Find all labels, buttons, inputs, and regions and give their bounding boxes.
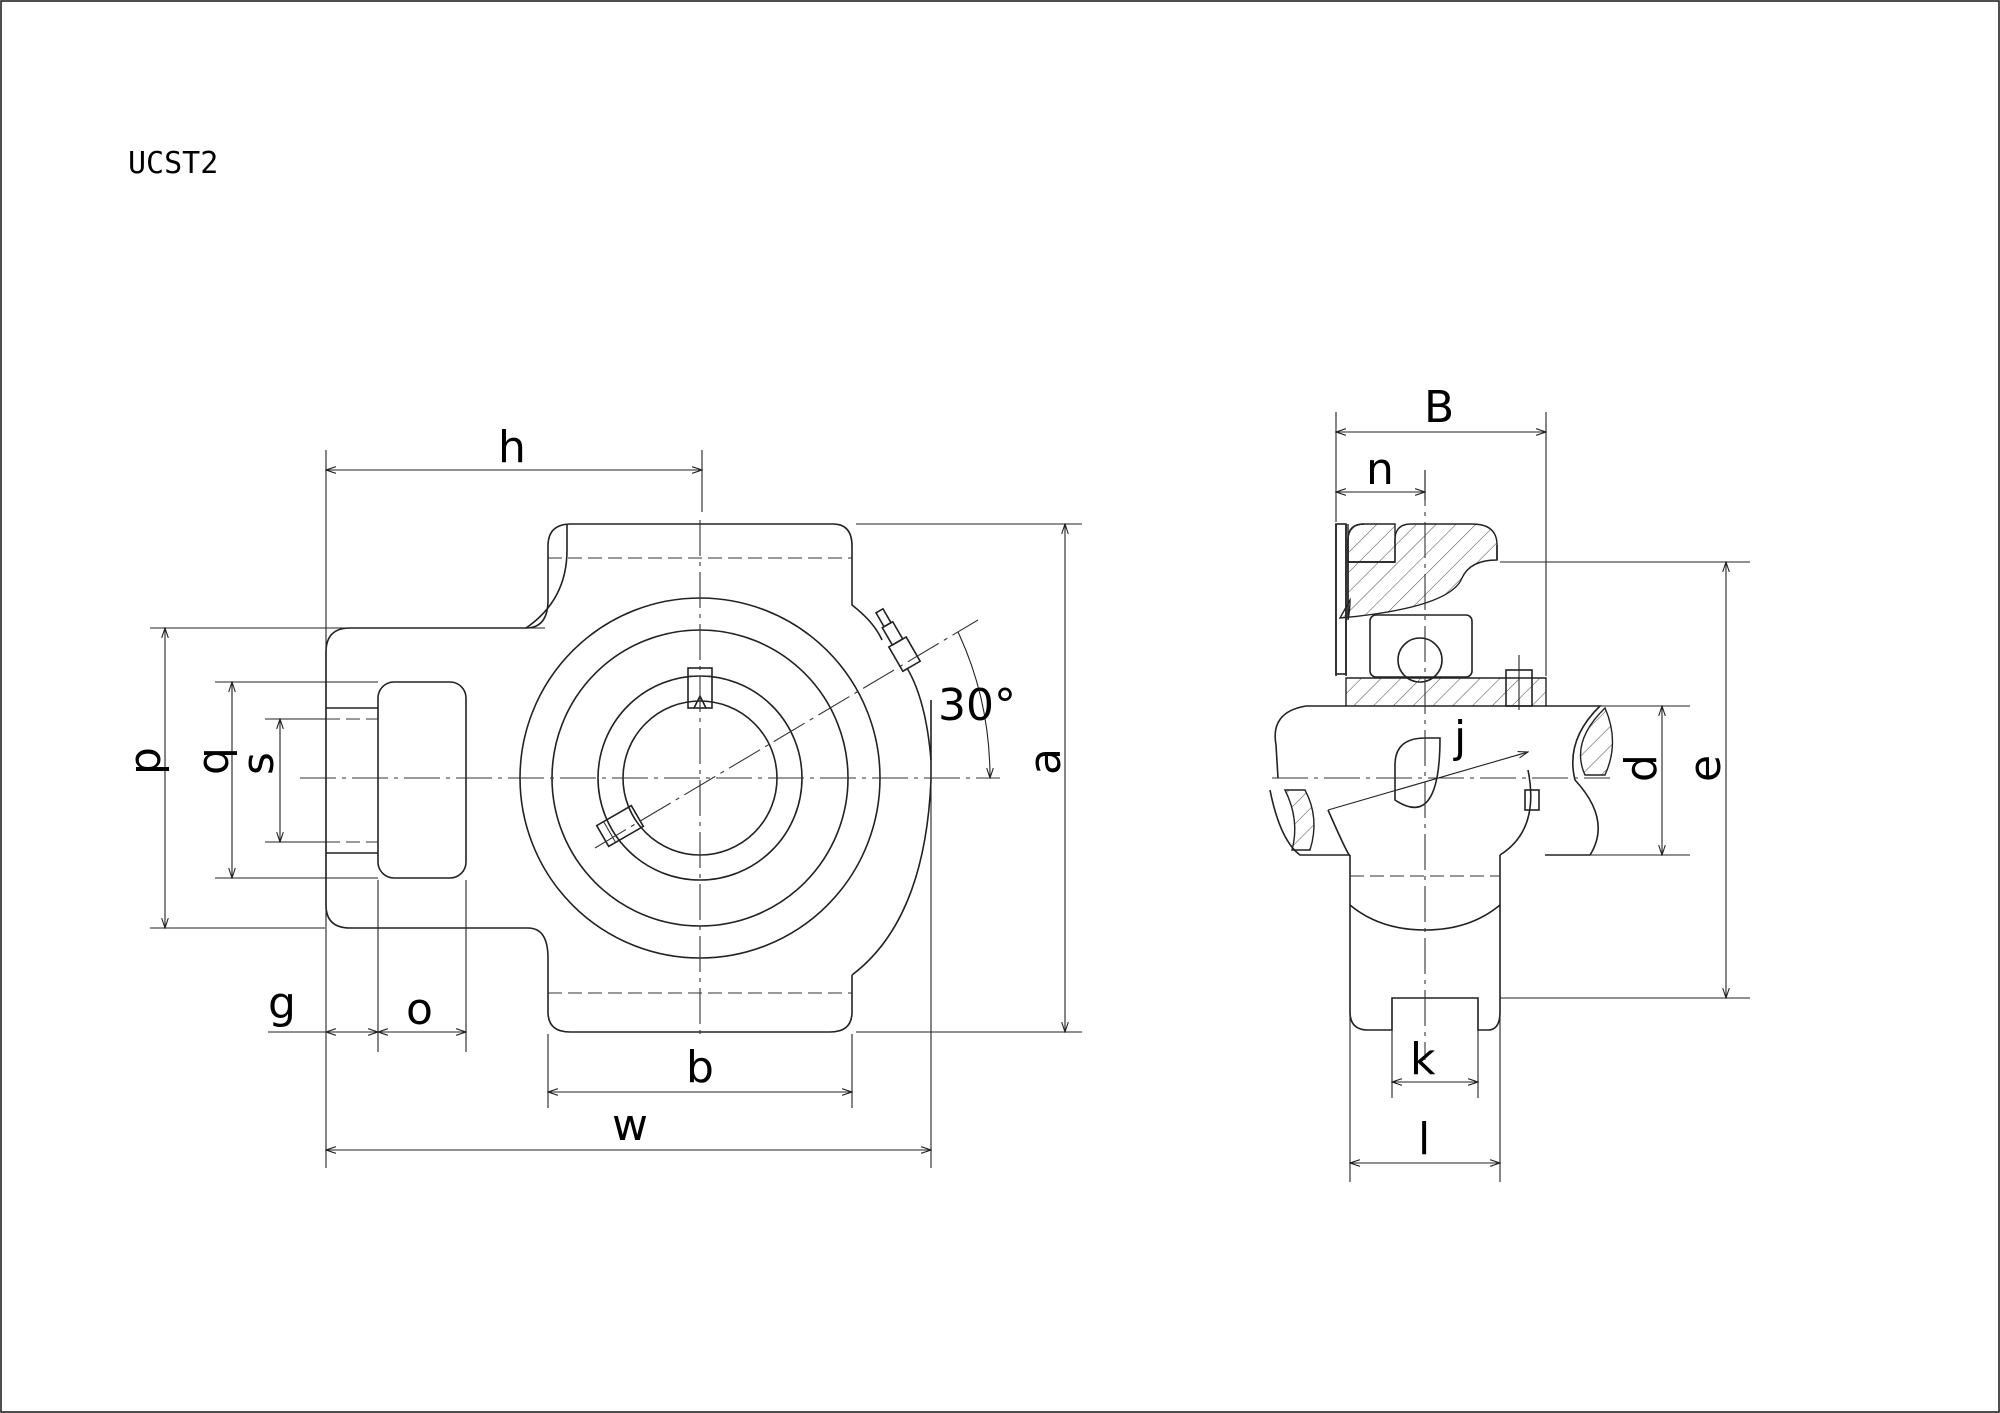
label-o: o [406, 984, 433, 1035]
housing-left-step [525, 546, 549, 629]
label-e: e [1680, 755, 1731, 782]
label-q: q [188, 747, 239, 775]
drawing-title: UCST2 [128, 146, 218, 181]
dim-j [1327, 752, 1528, 811]
label-k: k [1410, 1034, 1436, 1085]
label-B: B [1424, 382, 1454, 433]
label-n: n [1366, 444, 1394, 495]
bearing-outer-ring [1369, 614, 1473, 678]
angle-label: 30° [938, 680, 1016, 731]
label-b: b [686, 1042, 714, 1093]
housing-lower-body [1349, 855, 1501, 1031]
housing-top-left-corner [547, 523, 572, 547]
set-screw-angled [595, 804, 645, 848]
label-h: h [498, 422, 526, 473]
label-l: l [1418, 1114, 1430, 1165]
inner-ring-section [1345, 677, 1547, 707]
front-view: 30° h a p q s g o b w [120, 422, 1082, 1168]
bearing-ball [1397, 637, 1443, 683]
angled-centerline [594, 619, 979, 849]
shaft-section-left [1283, 789, 1315, 851]
grease-nipple [874, 607, 922, 673]
label-g: g [268, 978, 296, 1029]
housing-top-right [571, 523, 883, 641]
label-s: s [233, 752, 284, 775]
housing-right-curve [906, 667, 932, 761]
label-p: p [120, 747, 171, 775]
label-j: j [1453, 712, 1466, 763]
angle-arc [957, 631, 990, 778]
side-view: B n j d e k l [1269, 382, 1750, 1182]
shaft [1269, 705, 1602, 856]
label-a: a [1020, 748, 1071, 775]
label-w: w [612, 1100, 648, 1151]
label-d: d [1616, 754, 1667, 782]
shaft-section-right [1579, 706, 1614, 776]
tab-slot [377, 681, 467, 879]
housing-outline [325, 524, 932, 1033]
